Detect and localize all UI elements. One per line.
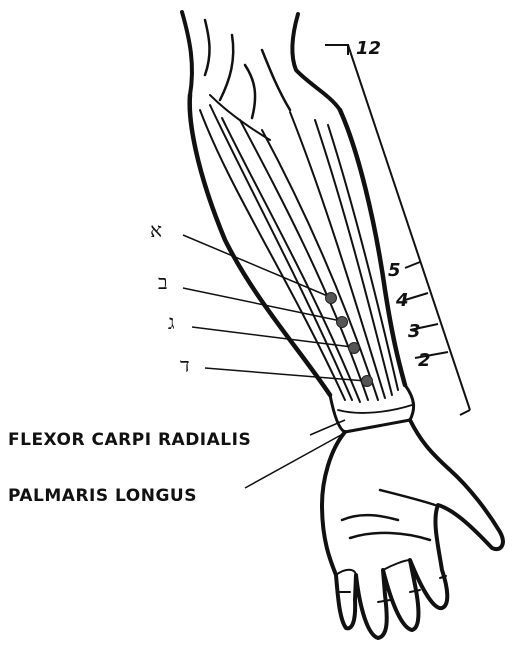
scale-mark-2: 2 <box>418 352 431 370</box>
point-gimel-dot <box>349 343 360 354</box>
point-aleph-label: א <box>150 220 162 240</box>
palmaris-longus-label: PALMARIS LONGUS <box>8 488 197 505</box>
forearm-right-outline <box>340 110 405 385</box>
elbow-inner-2 <box>220 35 233 100</box>
elbow-inner-5 <box>210 95 270 140</box>
elbow-inner-4 <box>262 50 290 110</box>
scale-mark-3: 3 <box>408 323 421 341</box>
hand-outline <box>322 420 503 638</box>
point-dalet-dot <box>362 376 373 387</box>
scale-mark-5: 5 <box>388 262 401 280</box>
point-aleph-dot <box>326 293 337 304</box>
pointer-lines <box>183 235 366 488</box>
upper-arm-right-outline <box>292 14 340 110</box>
point-bet-label: ב <box>158 272 168 292</box>
elbow-inner-1 <box>205 20 210 75</box>
point-gimel-label: ג <box>168 312 175 332</box>
upper-arm-left-outline <box>182 12 192 95</box>
scale-mark-4: 4 <box>396 292 409 310</box>
point-dalet-label: ד <box>180 355 190 375</box>
elbow-inner-3 <box>245 65 255 118</box>
forearm-left-outline <box>190 95 330 395</box>
flexor-carpi-radialis-label: FLEXOR CARPI RADIALIS <box>8 432 251 449</box>
scale-top-label: 12 <box>356 40 381 58</box>
point-bet-dot <box>337 317 348 328</box>
